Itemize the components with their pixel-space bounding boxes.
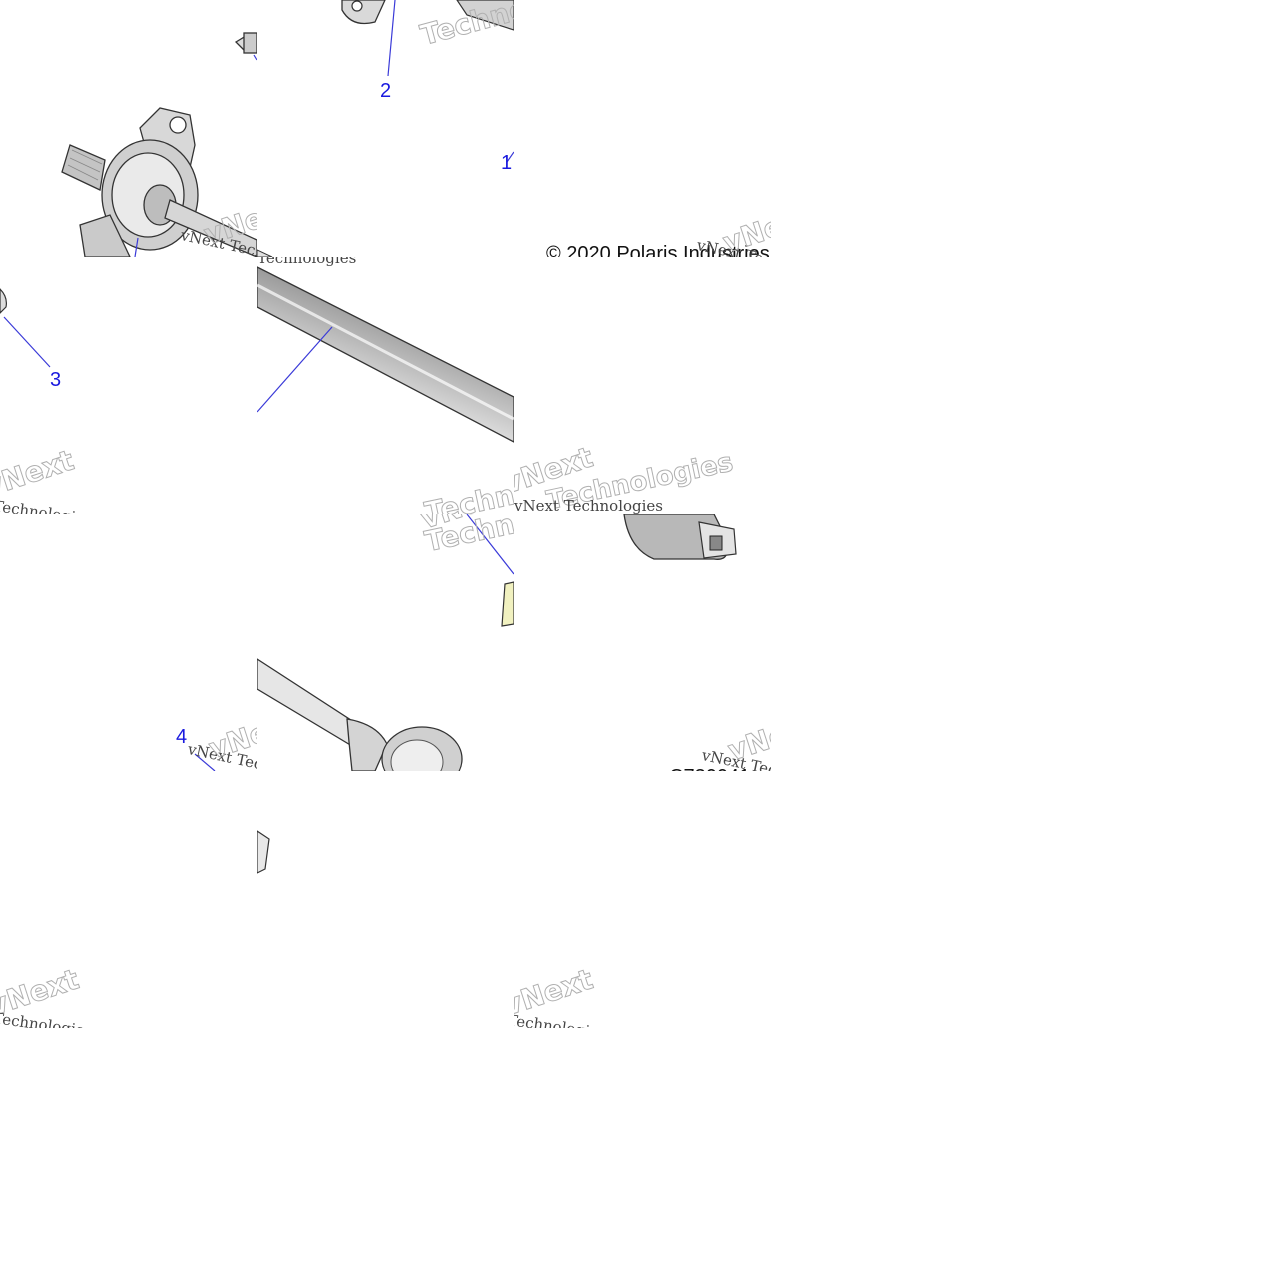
tile-r0-c2-lower: © 2020 Polaris Industries vNext Technolo… [514,0,771,257]
tile-r2-c2: C730041 Technologies vNext Technologies … [514,514,771,771]
tile-r1-c1-lower: Technologies [257,257,514,514]
watermark-small: vNext Technologies [514,497,664,514]
callout-1: 1 [501,152,513,174]
tile-r3-c0: vNext Technologies [0,771,257,1028]
tile-r0-c2: © 2020 Polaris Industries Technologies [514,0,771,257]
callout-4: 4 [176,726,188,748]
watermark-small: Technologies [257,257,357,267]
tile-r3-c2: vNext Technologies [514,771,771,1028]
shaft-tube-drawing [257,266,514,443]
tile-r2-c1: vNext Technologies [257,514,514,771]
tile-r0-c1: 2 1 Technologies [257,0,514,257]
grease-fitting-drawing [257,830,270,874]
watermark-small: Technologies [514,1011,608,1028]
lower-shaft-drawing [257,514,514,771]
figure-id-text-lower: C730041 [669,766,750,771]
tile-r1-c2: vNext Technologies vNext Technologies [514,257,771,514]
callout-2: 2 [380,80,392,102]
callout-3: 3 [50,369,62,391]
watermark-small: Technologies [0,1009,94,1028]
leader-line-drawing [194,753,216,771]
watermark-name: Technologies [421,454,514,514]
tile-r0-c0: vNext Technologies vNext [0,0,257,257]
copyright-text-lower: © 2020 Polaris Industries [546,243,770,257]
tile-r1-c0: 3 vNext Technologies [0,257,257,514]
cv-joint-drawing [623,514,737,560]
tile-r1-c1: Technologies [257,257,514,514]
tile-r2-c0: 4 vNext Technologies vNext [0,514,257,771]
drive-shaft-end-drawing [61,32,257,257]
bolt-drawing [0,288,51,368]
bearing-bracket-drawing [257,0,514,257]
tile-r3-c1 [257,771,514,1028]
